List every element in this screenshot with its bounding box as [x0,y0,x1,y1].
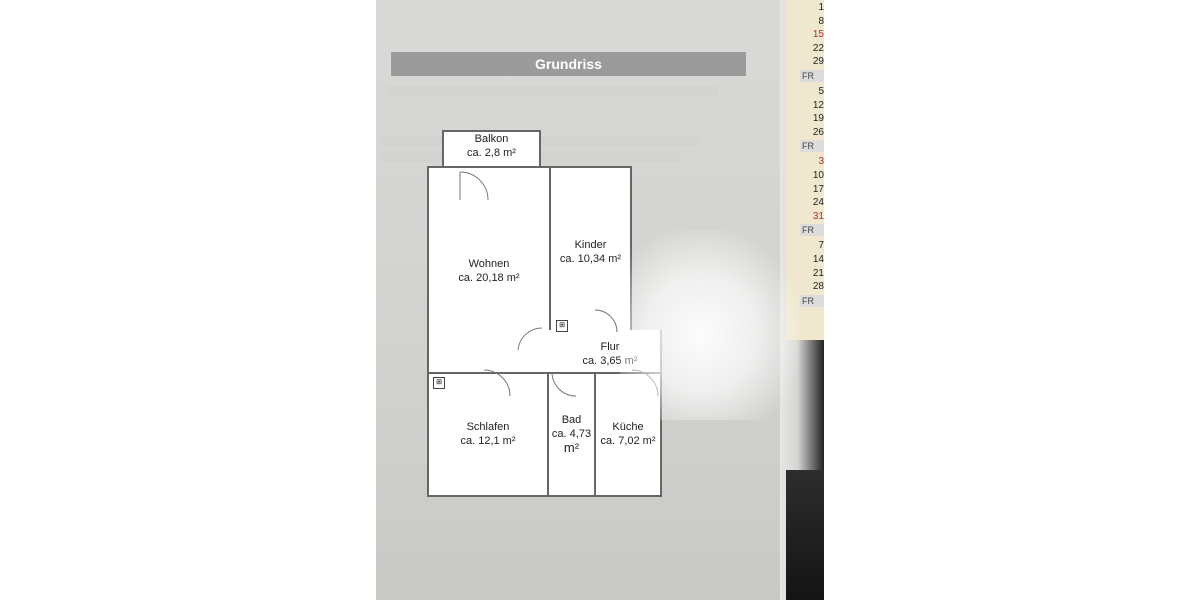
calendar-day: 28 [812,281,824,293]
calendar-day: 21 [812,267,824,279]
calendar-weekday: FR [800,140,824,153]
calendar-day: 26 [812,126,824,138]
calendar-weekday: FR [800,294,824,307]
calendar-day: 29 [812,56,824,68]
radiator-icon: ⊞ [433,377,445,389]
section-title: Grundriss [391,52,746,76]
calendar-day: 12 [812,99,824,111]
calendar-day: 31 [812,210,824,222]
calendar-day: 7 [818,240,824,252]
calendar-day: 1 [818,2,824,13]
calendar-day: 17 [812,183,824,195]
background-dark [786,470,824,600]
calendar-day: 3 [818,156,824,168]
calendar-day: 5 [818,86,824,97]
calendar-day: 22 [812,42,824,54]
schlafen-room [427,372,549,497]
radiator-icon: ⊞ [556,320,568,332]
calendar-day: 15 [812,29,824,41]
calendar-day: 24 [812,197,824,209]
calendar-day: 8 [818,15,824,27]
kinder-room [549,166,632,332]
calendar-day: 14 [812,254,824,265]
calendar-weekday: FR [800,224,824,237]
calendar-day: 10 [812,170,824,181]
show-through-text [388,86,718,96]
calendar-weekday: FR [800,70,824,82]
calendar-day: 19 [812,113,824,125]
light-glare [620,230,800,420]
bad-room [547,372,596,497]
balkon-room [442,130,541,168]
